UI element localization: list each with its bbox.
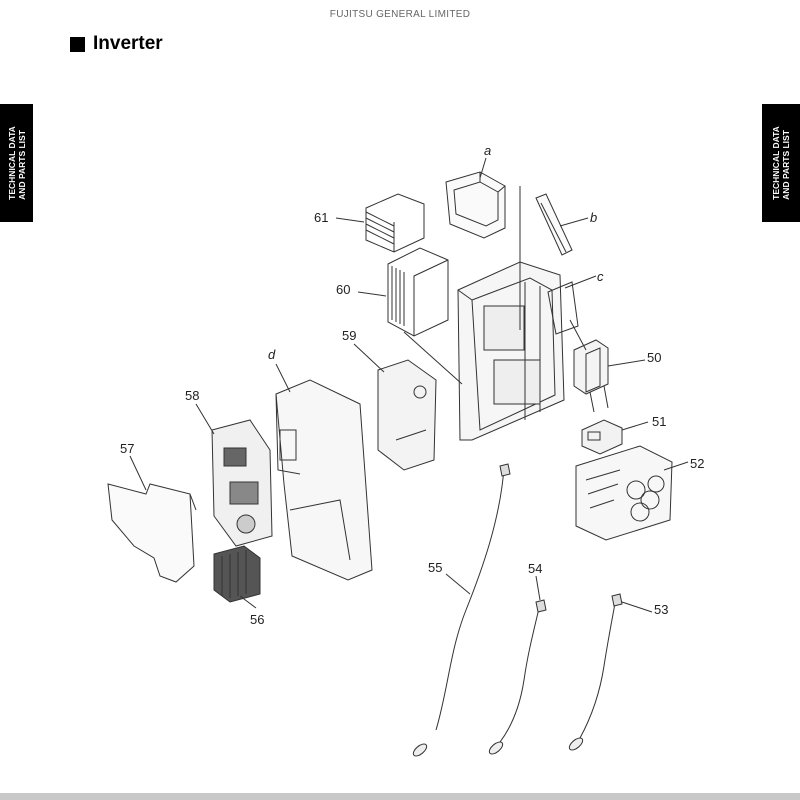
part-57-cover [107, 483, 197, 583]
part-61-heatsink [365, 193, 425, 253]
callout-60: 60 [336, 282, 350, 297]
part-59-plate [377, 359, 437, 471]
callout-50: 50 [647, 350, 661, 365]
callout-61: 61 [314, 210, 328, 225]
callout-59: 59 [342, 328, 356, 343]
part-56-terminal [213, 545, 261, 603]
callout-54: 54 [528, 561, 542, 576]
part-b-rail [535, 193, 573, 256]
callout-b: b [590, 210, 597, 225]
callout-d: d [268, 347, 276, 362]
callout-58: 58 [185, 388, 199, 403]
side-tab-left: TECHNICAL DATA AND PARTS LIST [0, 104, 33, 222]
footer-bar [0, 793, 800, 800]
part-51-board [581, 419, 623, 455]
part-53-sensor [568, 593, 623, 751]
company-header: FUJITSU GENERAL LIMITED [329, 9, 471, 20]
callout-c: c [597, 269, 604, 284]
part-50-reactor [573, 339, 609, 413]
callout-53: 53 [654, 602, 668, 617]
part-55-sensor [412, 463, 511, 757]
callout-55: 55 [428, 560, 442, 575]
part-60-heatsink [387, 247, 449, 337]
part-54-sensor [488, 599, 547, 755]
part-main-box [457, 261, 579, 441]
side-tab-right: TECHNICAL DATA AND PARTS LIST [762, 104, 800, 222]
part-a-bracket [445, 171, 506, 239]
section-title-text: Inverter [93, 33, 163, 54]
part-d-chassis [275, 379, 373, 581]
section-title: Inverter [70, 33, 163, 55]
callout-57: 57 [120, 441, 134, 456]
part-52-pcb [575, 445, 673, 541]
part-58-pcb [211, 419, 273, 547]
callout-51: 51 [652, 414, 666, 429]
callout-56: 56 [250, 612, 264, 627]
callout-a: a [484, 143, 491, 158]
bullet-square-icon [70, 36, 85, 52]
callout-52: 52 [690, 456, 704, 471]
